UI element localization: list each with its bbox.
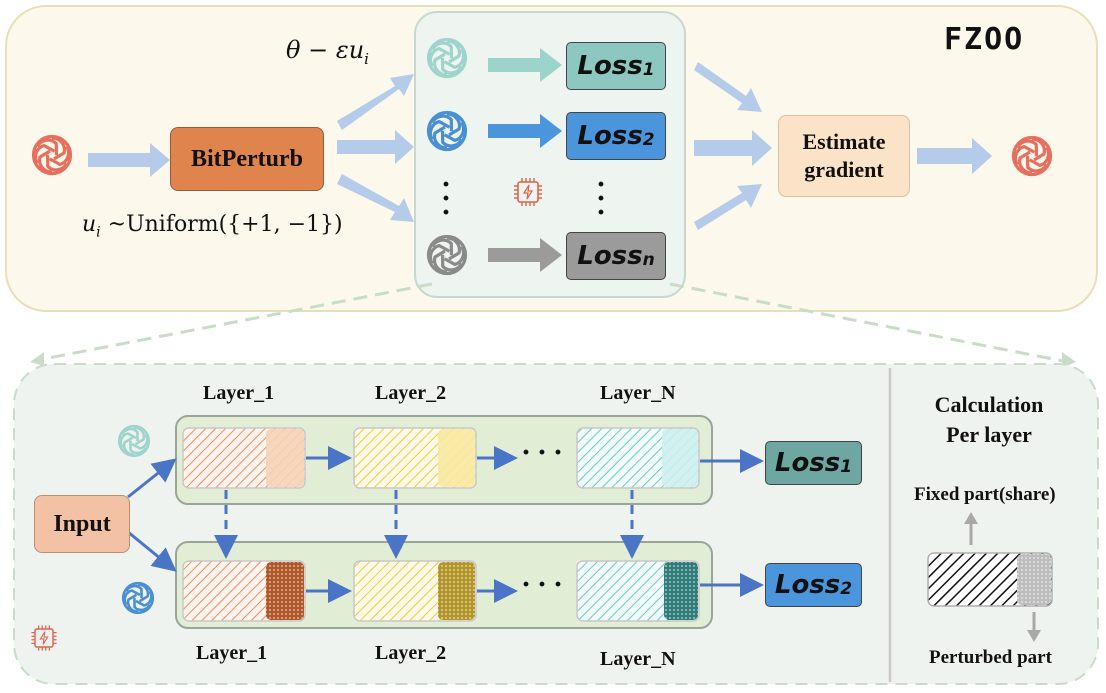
perturb-formula: θ − εui (286, 36, 369, 68)
arrow-loss-1 (488, 48, 562, 82)
calc-title: Calculation Per layer (934, 392, 1044, 447)
layer-block (182, 560, 306, 622)
perturbed-part-label: Perturbed part (929, 647, 1052, 668)
fixed-part-label: Fixed part(share) (914, 484, 1056, 505)
share-arrows (214, 490, 644, 559)
layer-block (353, 427, 477, 489)
layer-label-row1-1: Layer_1 (203, 382, 275, 404)
fzoo-logo: FZOO (944, 22, 1025, 57)
vertical-ellipsis-models: ··· (441, 168, 452, 229)
zoom-arrow-left (30, 352, 44, 366)
layer-label-row2-2: Layer_2 (375, 642, 447, 664)
estimate-gradient-box: Estimate gradient (778, 115, 910, 197)
layer-label-row1-2: Layer_2 (375, 382, 447, 404)
zoom-line-right (669, 282, 1069, 364)
arrow-loss-2 (488, 114, 562, 148)
layer-block (576, 560, 700, 622)
layer-label-row1-n: Layer_N (600, 382, 676, 404)
top-arrows (88, 62, 992, 230)
layer-label-row2-1: Layer_1 (196, 642, 268, 664)
input-box: Input (34, 495, 130, 553)
layer-block (182, 427, 306, 489)
vertical-ellipsis-losses: ··· (596, 168, 607, 229)
example-perturbed-texture (1017, 554, 1051, 605)
uniform-distribution: ui ~Uniform({+1, −1}) (82, 212, 343, 241)
arrow-loss-n (488, 238, 562, 272)
horizontal-ellipsis-row2: ··· (521, 568, 570, 601)
bitperturb-box: BitPerturb (170, 127, 324, 191)
flow-arrows (127, 446, 764, 603)
layer-block (353, 560, 477, 622)
legend-arrows (964, 512, 1041, 642)
horizontal-ellipsis-row1: ··· (521, 436, 570, 469)
layer-block (576, 427, 700, 489)
layer-label-row2-n: Layer_N (600, 648, 676, 670)
zoom-line-left (37, 282, 433, 362)
